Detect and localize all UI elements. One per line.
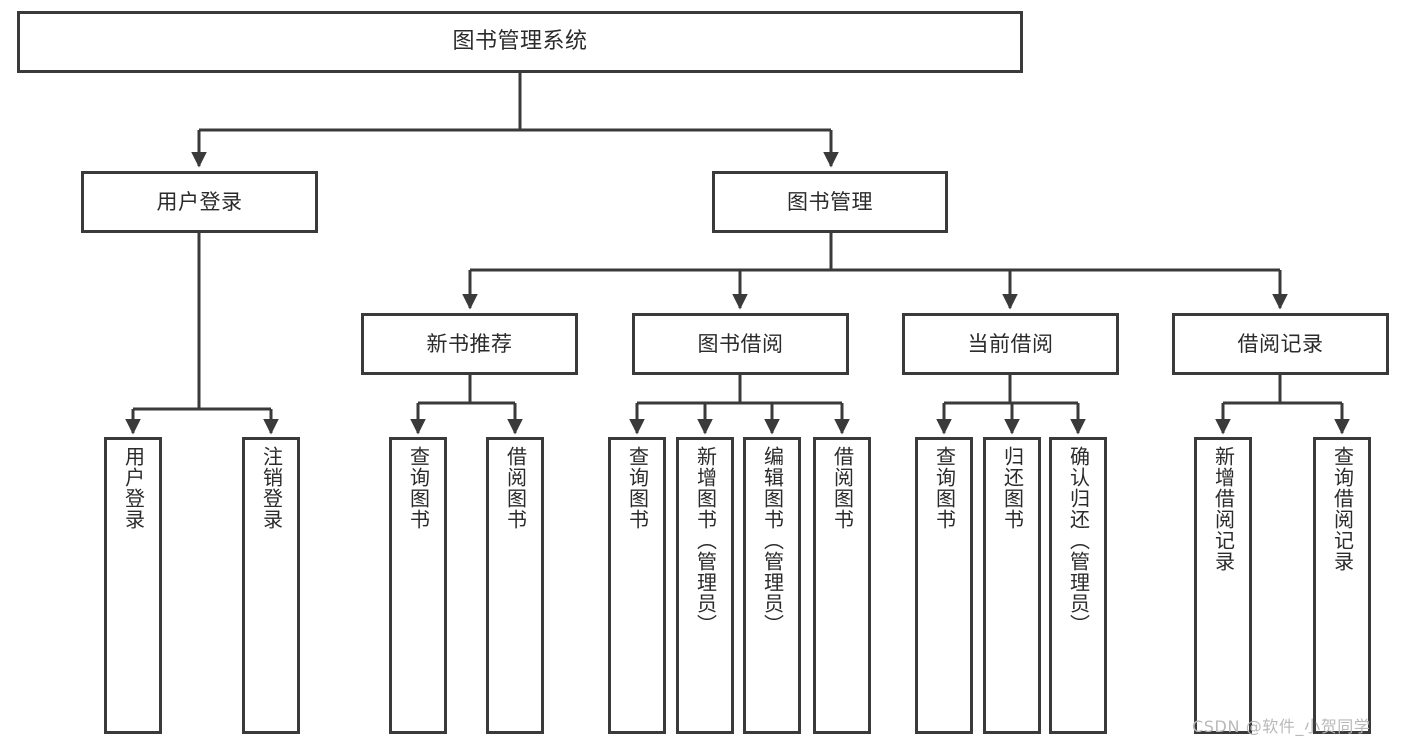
- node-label: 编辑图书（管理员）: [760, 446, 785, 635]
- node-label: 注销登录: [259, 446, 284, 530]
- node-label: 图书管理: [787, 189, 873, 214]
- node-label: 查询借阅记录: [1330, 446, 1355, 572]
- node-leaf-add-borrow-record[interactable]: 新增借阅记录: [1194, 437, 1252, 734]
- node-leaf-borrow-book-1[interactable]: 借阅图书: [486, 437, 544, 734]
- node-leaf-logout-login[interactable]: 注销登录: [242, 437, 300, 734]
- node-leaf-query-book-2[interactable]: 查询图书: [608, 437, 666, 734]
- node-label: 借阅图书: [503, 446, 528, 530]
- node-book-management[interactable]: 图书管理: [712, 171, 948, 233]
- node-user-login[interactable]: 用户登录: [81, 171, 318, 233]
- node-leaf-borrow-book-2[interactable]: 借阅图书: [813, 437, 871, 734]
- node-leaf-confirm-return[interactable]: 确认归还（管理员）: [1049, 437, 1107, 734]
- node-leaf-edit-book[interactable]: 编辑图书（管理员）: [743, 437, 801, 734]
- node-leaf-query-book-3[interactable]: 查询图书: [915, 437, 973, 734]
- node-leaf-query-book-1[interactable]: 查询图书: [389, 437, 447, 734]
- node-root-system[interactable]: 图书管理系统: [17, 11, 1023, 73]
- csdn-watermark: CSDN @软件_小贺同学: [1192, 717, 1371, 736]
- node-label: 借阅图书: [830, 446, 855, 530]
- node-leaf-user-login[interactable]: 用户登录: [104, 437, 162, 734]
- node-new-book-recommend[interactable]: 新书推荐: [361, 313, 578, 375]
- node-label: 新增图书（管理员）: [693, 446, 718, 635]
- node-book-borrow[interactable]: 图书借阅: [632, 313, 849, 375]
- node-label: 归还图书: [1000, 446, 1025, 530]
- node-label: 查询图书: [932, 446, 957, 530]
- node-label: 当前借阅: [967, 331, 1054, 356]
- node-label: 用户登录: [121, 446, 146, 530]
- node-leaf-return-book[interactable]: 归还图书: [983, 437, 1041, 734]
- node-leaf-add-book[interactable]: 新增图书（管理员）: [676, 437, 734, 734]
- node-current-borrow[interactable]: 当前借阅: [902, 313, 1119, 375]
- node-label: 图书管理系统: [452, 29, 588, 55]
- node-leaf-query-borrow-record[interactable]: 查询借阅记录: [1313, 437, 1371, 734]
- node-label: 新书推荐: [426, 331, 513, 356]
- node-borrow-record[interactable]: 借阅记录: [1172, 313, 1389, 375]
- node-label: 查询图书: [406, 446, 431, 530]
- node-label: 确认归还（管理员）: [1066, 446, 1091, 635]
- node-label: 查询图书: [625, 446, 650, 530]
- node-label: 新增借阅记录: [1211, 446, 1236, 572]
- node-label: 图书借阅: [697, 331, 784, 356]
- node-label: 用户登录: [156, 189, 243, 214]
- node-label: 借阅记录: [1237, 331, 1324, 356]
